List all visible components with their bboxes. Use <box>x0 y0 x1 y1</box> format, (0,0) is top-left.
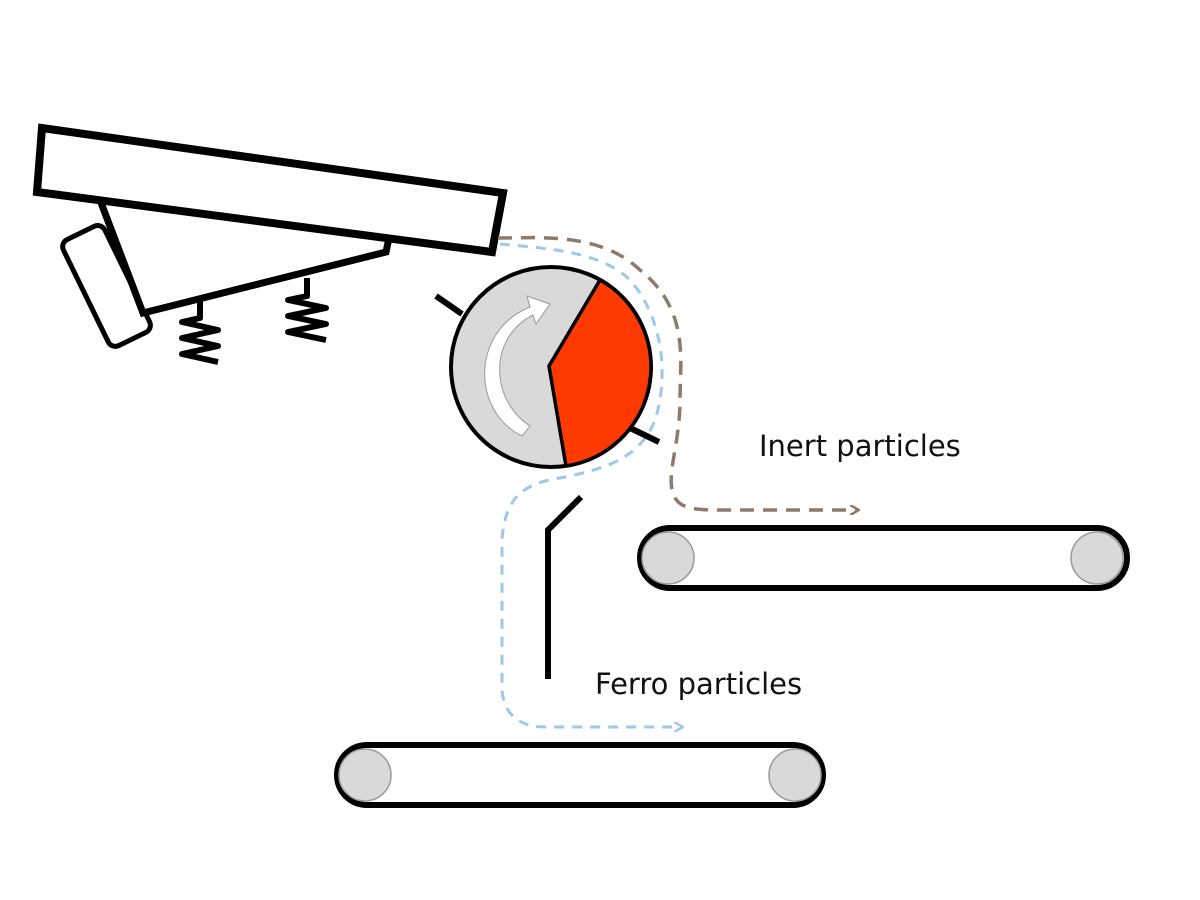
belt <box>334 742 826 808</box>
ferro-particle-path <box>499 242 682 727</box>
roller-right <box>768 748 822 802</box>
scraper-top <box>434 293 464 317</box>
feeder-tray <box>32 123 508 257</box>
spring-right <box>285 278 329 343</box>
splitter-plate <box>545 494 584 679</box>
roller-left <box>338 748 392 802</box>
magnetic-drum <box>434 265 661 469</box>
rotation-arrow-icon <box>484 295 551 437</box>
feeder-hopper <box>96 198 393 318</box>
magnetic-sector <box>547 277 653 468</box>
belt <box>637 525 1130 591</box>
roller-right <box>1070 531 1124 585</box>
inert-conveyor-belt <box>637 525 1130 591</box>
scraper-bottom <box>626 424 661 445</box>
vibratory-feeder <box>32 123 508 365</box>
ferro-particles-label: Ferro particles <box>595 667 802 701</box>
roller-left <box>641 531 695 585</box>
spring-left <box>179 300 221 365</box>
inert-particles-label: Inert particles <box>759 429 961 463</box>
ferro-conveyor-belt <box>334 742 826 808</box>
